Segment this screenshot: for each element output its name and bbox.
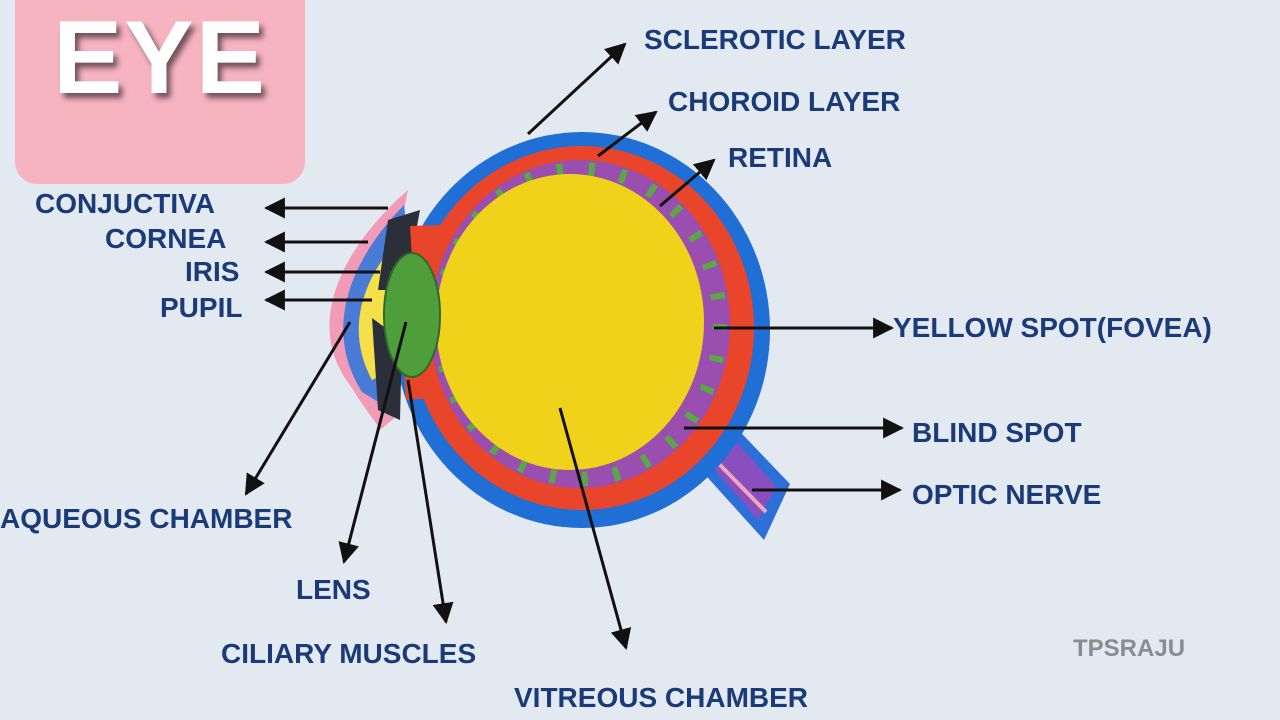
label-cornea: CORNEA <box>105 223 227 254</box>
label-lens: LENS <box>296 574 371 605</box>
arrow-lens <box>338 321 408 565</box>
label-sclerotic-layer: SCLEROTIC LAYER <box>644 24 906 55</box>
title-box: EYE <box>15 0 305 184</box>
ciliary-muscle-top <box>410 225 440 262</box>
credit-watermark: TPSRAJU <box>1073 635 1186 662</box>
label-choroid-layer: CHOROID LAYER <box>668 86 901 117</box>
label-retina: RETINA <box>728 142 833 173</box>
label-blind-spot: BLIND SPOT <box>912 417 1082 448</box>
retina-cells <box>433 162 727 486</box>
label-pupil: PUPIL <box>160 292 243 323</box>
arrow-vitreous <box>558 407 632 651</box>
label-vitreous-chamber: VITREOUS CHAMBER <box>514 682 809 713</box>
arrow-ciliary <box>406 379 454 625</box>
arrow-sclerotic <box>526 42 627 136</box>
vitreous-chamber-shape <box>436 174 704 470</box>
label-conjuctiva: CONJUCTIVA <box>35 188 215 219</box>
arrow-choroid <box>597 110 658 158</box>
arrow-retina <box>659 158 716 208</box>
diagram-title: EYE <box>52 0 268 116</box>
label-yellow-spot: YELLOW SPOT(FOVEA) <box>893 312 1212 343</box>
arrow-aqueous <box>244 321 352 496</box>
label-optic-nerve: OPTIC NERVE <box>912 479 1102 510</box>
label-ciliary-muscles: CILIARY MUSCLES <box>221 638 477 669</box>
lens-shape <box>383 252 441 378</box>
iris-shape-top <box>378 210 420 290</box>
label-aqueous-chamber: AQUEOUS CHAMBER <box>0 503 293 534</box>
label-iris: IRIS <box>185 256 240 287</box>
